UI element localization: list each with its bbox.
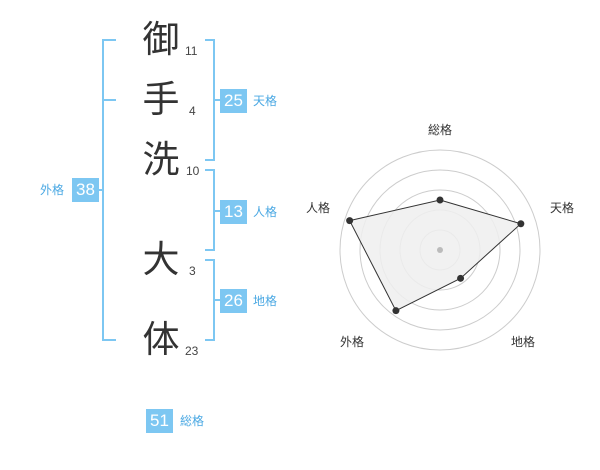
stroke-count-5: 23 — [185, 344, 199, 358]
stroke-count-3: 10 — [186, 164, 200, 178]
radar-point-4 — [392, 307, 400, 315]
radar-grid-ring-2 — [359, 169, 521, 331]
radar-label-tenkaku: 天格 — [550, 201, 575, 215]
radar-label-soukaku: 総格 — [428, 123, 453, 137]
radar-series-polygon — [348, 199, 522, 312]
stroke-count-4: 3 — [189, 264, 196, 278]
stroke-count-2: 4 — [189, 104, 196, 118]
soukaku-badge: 51 — [146, 409, 173, 433]
chikaku-label: 地格 — [253, 294, 278, 308]
tenkaku-label: 天格 — [253, 94, 278, 108]
name-char-3: 洗 — [142, 138, 180, 181]
radar-point-2 — [517, 220, 525, 228]
jinkaku-label: 人格 — [253, 205, 278, 219]
gaikaku-label: 外格 — [40, 183, 65, 197]
name-char-2: 手 — [142, 78, 180, 121]
radar-label-jinkaku: 人格 — [306, 201, 331, 215]
radar-label-gaikaku: 外格 — [340, 335, 365, 349]
radar-center-dot — [437, 247, 443, 253]
radar-grid-ring-1 — [339, 149, 541, 351]
radar-point-3 — [457, 274, 465, 282]
jinkaku-badge: 13 — [220, 200, 247, 224]
radar-point-1 — [436, 196, 444, 204]
tenkaku-badge: 25 — [220, 89, 247, 113]
radar-label-chikaku: 地格 — [511, 335, 536, 349]
name-char-5: 体 — [142, 318, 180, 361]
stroke-count-1: 11 — [185, 44, 198, 58]
radar-point-5 — [346, 217, 354, 225]
soukaku-label: 総格 — [180, 414, 205, 428]
chikaku-badge: 26 — [220, 289, 247, 313]
name-char-4: 大 — [142, 238, 180, 281]
name-char-1: 御 — [142, 18, 180, 61]
gaikaku-badge: 38 — [72, 178, 99, 202]
